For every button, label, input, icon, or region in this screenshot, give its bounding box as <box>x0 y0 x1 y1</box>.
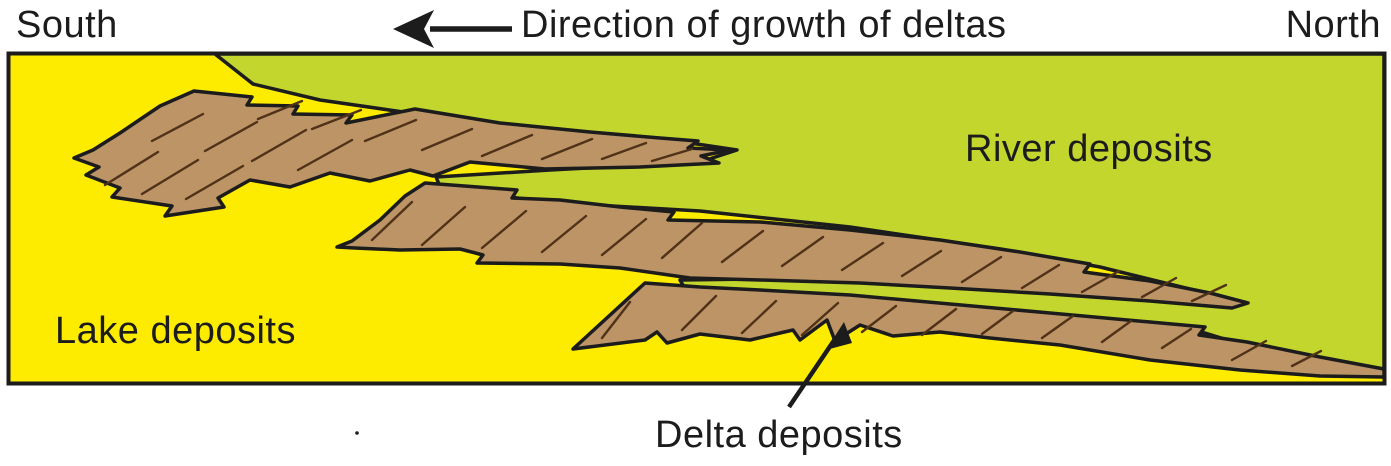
direction-title: Direction of growth of deltas <box>521 4 1007 46</box>
lobe-3-hatching <box>600 294 1323 368</box>
lobe-2-hatching <box>370 200 1228 303</box>
south-label: South <box>16 4 118 46</box>
delta-lobe-1 <box>72 89 732 218</box>
delta-pointer-arrow <box>787 322 852 409</box>
lake-deposits-label: Lake deposits <box>55 310 296 352</box>
delta-lobe-2 <box>335 181 1250 310</box>
diagram-border <box>6 51 1387 386</box>
north-label: North <box>1285 4 1381 46</box>
delta-lobe-3 <box>571 281 1383 379</box>
lobe-1-hatching <box>103 99 694 201</box>
river-deposits-label: River deposits <box>965 128 1213 170</box>
stray-dot <box>355 431 359 435</box>
delta-arrowhead-icon <box>826 322 852 350</box>
delta-deposits-label: Delta deposits <box>655 414 903 456</box>
direction-arrowhead-icon <box>393 10 434 48</box>
direction-arrow <box>393 10 512 48</box>
